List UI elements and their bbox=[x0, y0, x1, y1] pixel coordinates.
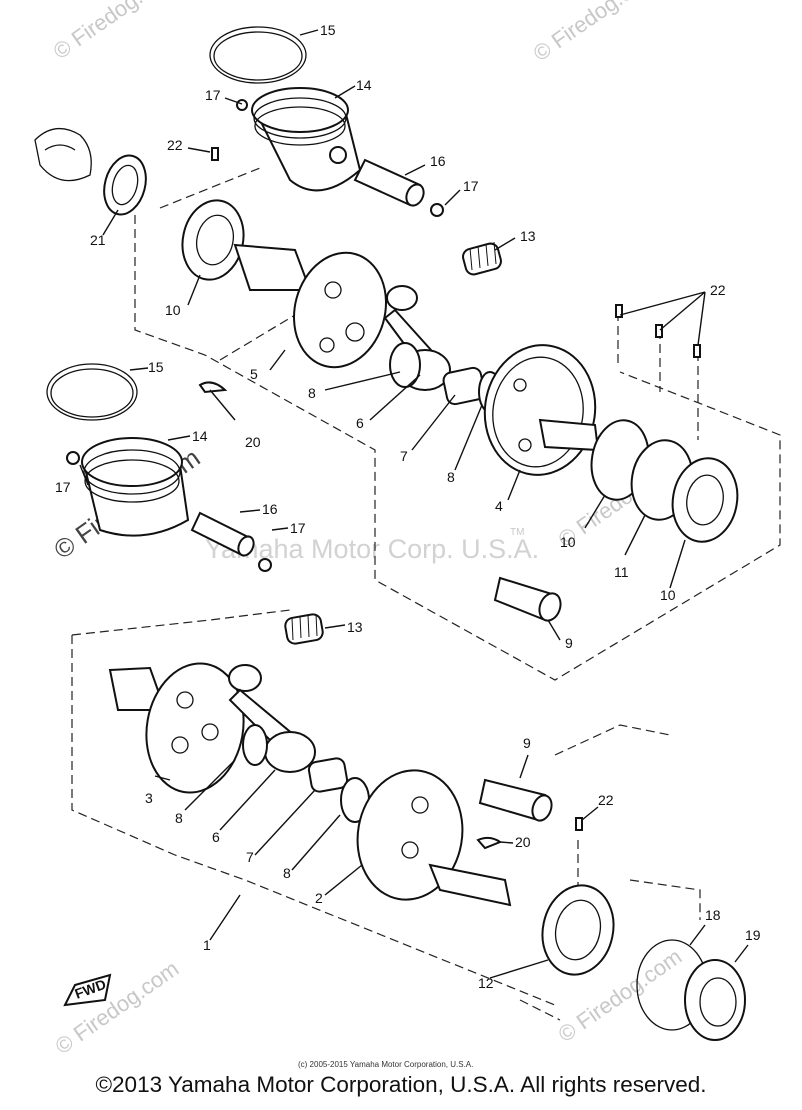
forward-arrow: FWD bbox=[63, 973, 112, 1007]
watermark-top-right: © Firedog.com bbox=[529, 0, 662, 66]
small-copyright: (c) 2005-2015 Yamaha Motor Corporation, … bbox=[298, 1060, 473, 1069]
footer-copyright: ©2013 Yamaha Motor Corporation, U.S.A. A… bbox=[95, 1072, 707, 1097]
label-5: 5 bbox=[250, 366, 258, 382]
label-14-mid: 14 bbox=[192, 428, 208, 444]
label-20-top: 20 bbox=[245, 434, 261, 450]
dowel-pin-22-right-a bbox=[615, 304, 623, 318]
label-22-right: 22 bbox=[710, 282, 726, 298]
circlip-17-top-right bbox=[430, 203, 444, 217]
label-22-top: 22 bbox=[167, 137, 183, 153]
piston-ring-15-top bbox=[209, 26, 307, 84]
piston-14-mid bbox=[81, 437, 190, 537]
label-6-lower: 6 bbox=[212, 829, 220, 845]
circlip-17-top-left bbox=[236, 99, 248, 111]
label-10-upper-left: 10 bbox=[165, 302, 181, 318]
label-16-top: 16 bbox=[430, 153, 446, 169]
crank-pin-9-lower bbox=[478, 778, 553, 822]
dowel-pin-22-right-c bbox=[693, 344, 701, 358]
part-number-labels: 15 14 17 22 16 17 21 13 22 10 15 5 8 20 … bbox=[55, 22, 761, 991]
assembly-outline-lower bbox=[71, 609, 701, 1021]
label-10-right-a: 10 bbox=[560, 534, 576, 550]
label-17-mid-right: 17 bbox=[290, 520, 306, 536]
dowel-pin-22-top bbox=[211, 147, 219, 161]
label-8-top-b: 8 bbox=[447, 469, 455, 485]
label-17-top-right: 17 bbox=[463, 178, 479, 194]
piston-14-top bbox=[251, 87, 362, 192]
label-15-mid: 15 bbox=[148, 359, 164, 375]
watermark-tm: TM bbox=[510, 527, 524, 538]
washer-8-top-a bbox=[389, 342, 421, 388]
label-13-mid: 13 bbox=[347, 619, 363, 635]
bearings-10-11-right bbox=[590, 419, 739, 543]
washer-8-lower-a bbox=[242, 724, 268, 766]
watermark-bottom-left: © Firedog.com bbox=[51, 956, 184, 1059]
crank-wheel-4 bbox=[483, 344, 600, 476]
label-11: 11 bbox=[614, 564, 629, 580]
needle-bearing-13-top bbox=[462, 241, 502, 276]
label-15-top: 15 bbox=[320, 22, 336, 38]
label-17-mid-left: 17 bbox=[55, 479, 71, 495]
label-13-top: 13 bbox=[520, 228, 536, 244]
label-16-mid: 16 bbox=[262, 501, 278, 517]
assembly-outline-upper bbox=[134, 167, 781, 681]
label-7-lower: 7 bbox=[246, 849, 254, 865]
label-12: 12 bbox=[478, 975, 494, 991]
key-20-lower bbox=[476, 836, 503, 850]
oil-seal-19 bbox=[684, 959, 746, 1041]
label-22-lower: 22 bbox=[598, 792, 614, 808]
bearing-7-lower bbox=[307, 757, 370, 823]
dowel-pin-22-lower bbox=[575, 817, 583, 831]
circlip-17-mid-right bbox=[258, 558, 272, 572]
label-1: 1 bbox=[203, 937, 211, 953]
piston-ring-15-mid bbox=[46, 363, 138, 421]
label-3: 3 bbox=[145, 790, 153, 806]
crank-pin-9-mid bbox=[493, 576, 562, 622]
dowel-pin-22-right-b bbox=[655, 324, 663, 338]
label-21: 21 bbox=[90, 232, 106, 248]
label-8-lower-a: 8 bbox=[175, 810, 183, 826]
label-19: 19 bbox=[745, 927, 761, 943]
label-9-mid: 9 bbox=[565, 635, 573, 651]
label-20-lower: 20 bbox=[515, 834, 531, 850]
label-18: 18 bbox=[705, 907, 721, 923]
label-8-lower-b: 8 bbox=[283, 865, 291, 881]
label-2: 2 bbox=[315, 890, 323, 906]
label-6-top: 6 bbox=[356, 415, 364, 431]
crank-wheel-5 bbox=[233, 243, 387, 369]
label-17-top-left: 17 bbox=[205, 87, 221, 103]
label-14-top: 14 bbox=[356, 77, 372, 93]
piston-pin-16-mid bbox=[190, 511, 255, 557]
label-10-right-b: 10 bbox=[660, 587, 676, 603]
crank-wheel-2 bbox=[356, 769, 512, 907]
label-4: 4 bbox=[495, 498, 503, 514]
conrod-6-lower bbox=[228, 664, 316, 773]
bearing-10-upper-left bbox=[181, 199, 245, 281]
label-7-top: 7 bbox=[400, 448, 408, 464]
oil-seal-21 bbox=[34, 128, 147, 216]
needle-bearing-13-mid bbox=[284, 613, 324, 645]
bearing-12 bbox=[541, 884, 615, 976]
crank-wheel-3 bbox=[108, 662, 245, 794]
piston-pin-16-top bbox=[353, 158, 425, 207]
circlip-17-mid-left bbox=[66, 451, 80, 465]
watermark-top-left: © Firedog.com bbox=[49, 0, 182, 64]
leader-lines bbox=[79, 29, 749, 979]
label-8-top-a: 8 bbox=[308, 385, 316, 401]
key-20-top bbox=[198, 381, 228, 394]
label-9-lower: 9 bbox=[523, 735, 531, 751]
watermark-center: Yamaha Motor Corp. U.S.A. bbox=[205, 534, 539, 564]
